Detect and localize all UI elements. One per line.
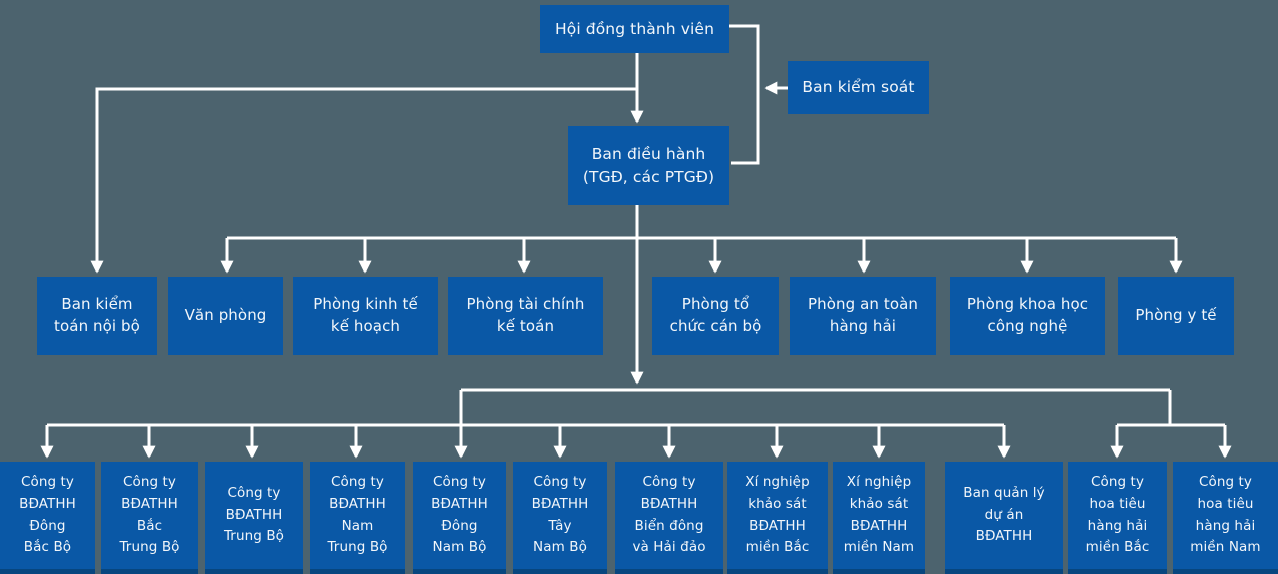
- node-unit-pilotage-north: Công ty hoa tiêu hàng hải miền Bắc: [1068, 462, 1167, 574]
- node-dept-economics-planning: Phòng kinh tế kế hoạch: [293, 277, 438, 355]
- node-board-of-members: Hội đồng thành viên: [540, 5, 729, 53]
- node-executive-board: Ban điều hành (TGĐ, các PTGĐ): [568, 126, 729, 205]
- node-dept-finance-accounting: Phòng tài chính kế toán: [448, 277, 603, 355]
- node-unit-southeast: Công ty BĐATHH Đông Nam Bộ: [413, 462, 506, 574]
- node-unit-survey-north: Xí nghiệp khảo sát BĐATHH miền Bắc: [727, 462, 828, 574]
- node-dept-medical: Phòng y tế: [1118, 277, 1234, 355]
- node-dept-science-technology: Phòng khoa học công nghệ: [950, 277, 1105, 355]
- node-unit-north-central: Công ty BĐATHH Bắc Trung Bộ: [101, 462, 198, 574]
- node-dept-office: Văn phòng: [168, 277, 283, 355]
- node-unit-south-central: Công ty BĐATHH Nam Trung Bộ: [310, 462, 405, 574]
- node-unit-project-management: Ban quản lý dự án BĐATHH: [945, 462, 1063, 574]
- node-dept-maritime-safety: Phòng an toàn hàng hải: [790, 277, 936, 355]
- node-unit-pilotage-south: Công ty hoa tiêu hàng hải miền Nam: [1173, 462, 1278, 574]
- node-supervisory-board: Ban kiểm soát: [788, 61, 929, 114]
- node-unit-northeast: Công ty BĐATHH Đông Bắc Bộ: [0, 462, 95, 574]
- node-dept-personnel: Phòng tổ chức cán bộ: [652, 277, 779, 355]
- node-dept-internal-audit: Ban kiểm toán nội bộ: [37, 277, 157, 355]
- node-unit-survey-south: Xí nghiệp khảo sát BĐATHH miền Nam: [833, 462, 925, 574]
- node-unit-southwest: Công ty BĐATHH Tây Nam Bộ: [513, 462, 607, 574]
- node-unit-central: Công ty BĐATHH Trung Bộ: [205, 462, 303, 574]
- node-unit-east-sea-islands: Công ty BĐATHH Biển đông và Hải đảo: [615, 462, 723, 574]
